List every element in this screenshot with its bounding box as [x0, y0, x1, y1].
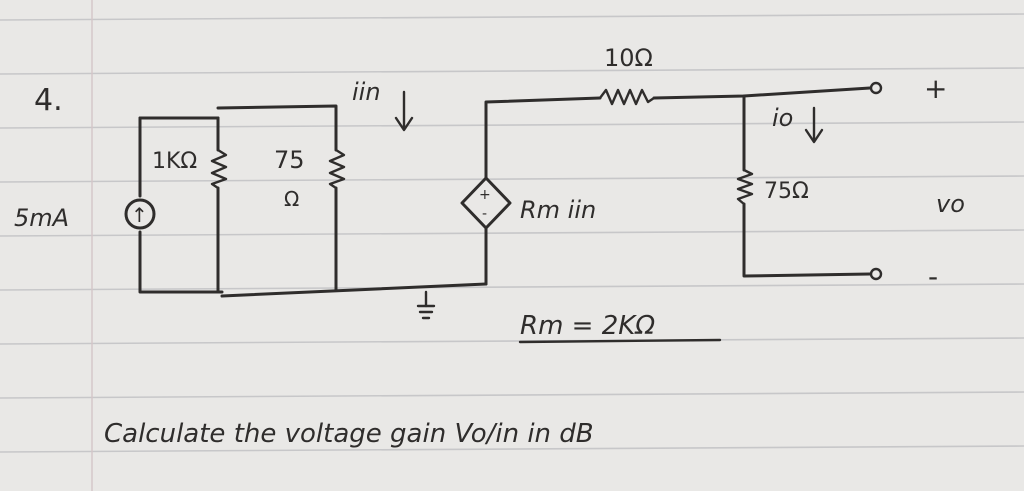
output-current-indicator: io	[772, 104, 824, 144]
resistor-75-left-unit: Ω	[284, 187, 299, 211]
resistor-75-left-value: 75	[274, 146, 305, 174]
dependent-source: + - Rm iin	[460, 176, 596, 230]
current-source-label: 5mA	[14, 204, 69, 232]
resistor-1k: 1KΩ	[152, 148, 228, 190]
output-plus-label: +	[924, 72, 947, 105]
rm-underline	[518, 338, 722, 344]
problem-number: 4.	[34, 83, 63, 118]
dependent-source-plus: +	[479, 187, 491, 203]
dependent-source-minus: -	[482, 206, 487, 222]
output-terminals: + - vo	[869, 72, 965, 293]
rm-value: Rm = 2KΩ	[520, 311, 655, 341]
resistor-75-left: 75 Ω	[274, 146, 346, 211]
ground-symbol	[416, 290, 436, 320]
output-current-label: io	[772, 104, 793, 132]
current-source: ↑ 5mA	[14, 198, 156, 232]
question-text: Calculate the voltage gain Vo/in in dB	[104, 419, 594, 449]
input-current-indicator: iin	[352, 78, 414, 132]
right-network-wires	[484, 86, 872, 286]
current-source-arrow: ↑	[131, 203, 148, 227]
output-voltage-label: vo	[936, 190, 965, 218]
dependent-source-label: Rm iin	[520, 196, 596, 224]
resistor-10: 10Ω	[598, 44, 656, 106]
output-minus-label: -	[928, 260, 938, 293]
resistor-75-right-label: 75Ω	[764, 179, 809, 204]
resistor-10-label: 10Ω	[604, 44, 653, 72]
resistor-75-right: 75Ω	[736, 168, 809, 206]
left-network-wires	[138, 104, 488, 298]
input-current-label: iin	[352, 78, 381, 106]
resistor-1k-label: 1KΩ	[152, 149, 197, 174]
